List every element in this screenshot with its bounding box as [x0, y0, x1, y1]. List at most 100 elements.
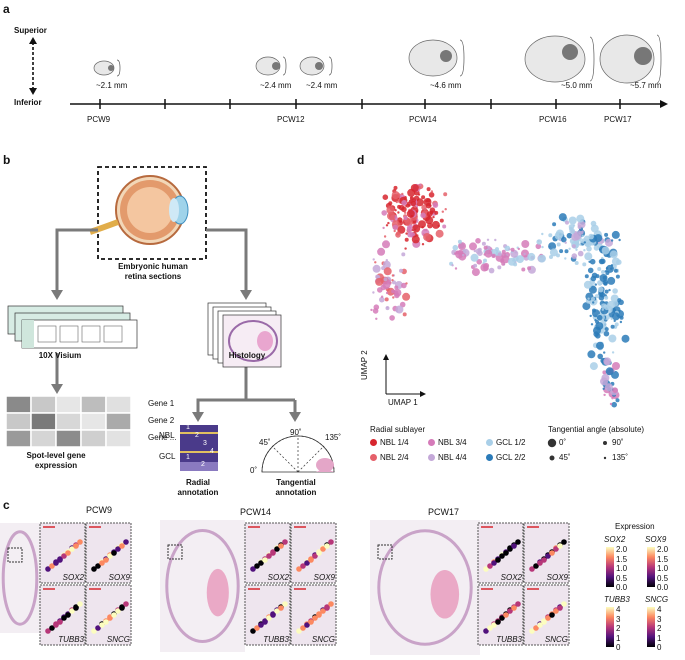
- visium-spot: [262, 619, 268, 625]
- umap-point: [510, 247, 515, 252]
- visium-spot: [304, 560, 310, 566]
- tile-gene-label: TUBB3: [58, 635, 84, 644]
- visium-spot: [533, 563, 539, 569]
- colorbar-tick: 3: [657, 614, 662, 624]
- sublayer-label: NBL 2/4: [380, 453, 409, 462]
- umap-point: [483, 258, 487, 263]
- umap-point: [604, 383, 613, 392]
- radial-num-6: 2: [201, 461, 205, 468]
- umap-point: [486, 238, 490, 241]
- tile-gene-label: TUBB3: [263, 635, 289, 644]
- umap-point: [458, 242, 466, 251]
- visium-spot: [278, 605, 284, 611]
- umap-point: [584, 274, 589, 279]
- workflow-svg: [5, 166, 335, 473]
- umap-point: [603, 281, 608, 286]
- visium-spot: [69, 608, 75, 614]
- umap-point: [387, 221, 390, 225]
- umap-point: [613, 268, 618, 273]
- radial-image: [180, 425, 218, 471]
- umap-point: [564, 257, 567, 260]
- umap-point: [581, 234, 584, 238]
- umap-point: [589, 258, 596, 265]
- eye-pcw16: [524, 35, 595, 83]
- umap-point: [457, 239, 462, 244]
- umap-point: [618, 238, 621, 242]
- colorbars: [606, 547, 655, 647]
- umap-point: [395, 200, 398, 204]
- umap-point: [568, 247, 571, 250]
- panel-a-letter: a: [3, 2, 10, 16]
- arrow-up-head: [29, 37, 37, 44]
- visium-spot: [53, 560, 59, 566]
- sublayer-swatch: [370, 454, 377, 461]
- umap-point: [612, 387, 618, 393]
- umap-point: [412, 198, 417, 203]
- angle-legend-0: 0˚: [559, 438, 567, 447]
- retina-outline: [165, 529, 240, 643]
- umap-point: [405, 232, 408, 235]
- visium-spot: [266, 615, 272, 621]
- umap-point: [594, 234, 603, 243]
- umap-point: [391, 191, 400, 200]
- inferior-label: Inferior: [14, 98, 42, 107]
- umap-point: [599, 274, 608, 282]
- visium-spot: [316, 550, 322, 556]
- sublayer-label: GCL 2/2: [496, 453, 526, 462]
- umap-point: [383, 267, 392, 276]
- angle-90: 90˚: [290, 428, 302, 437]
- tile-gene-label: SOX2: [501, 573, 523, 582]
- umap-point: [590, 220, 597, 227]
- umap-point: [431, 220, 440, 229]
- umap-point: [604, 327, 609, 332]
- umap-point: [402, 312, 407, 317]
- eye-pcw9: [93, 59, 121, 77]
- umap-point: [521, 240, 530, 248]
- umap-point: [451, 264, 454, 267]
- umap-point: [423, 233, 432, 241]
- visium-spot: [511, 543, 517, 549]
- visium-spot: [49, 563, 55, 569]
- visium-spot: [274, 608, 280, 614]
- umap-point: [401, 282, 407, 289]
- umap-point: [610, 264, 614, 267]
- umap-point: [597, 286, 604, 293]
- visium-spot: [541, 619, 547, 625]
- umap-point: [538, 254, 546, 263]
- umap-point: [605, 271, 610, 275]
- cbar-gene-sncg: SNCG: [645, 595, 669, 604]
- size-pcw14: ~4.6 mm: [430, 81, 462, 90]
- umap-point: [462, 253, 465, 257]
- umap-point: [559, 249, 564, 254]
- umap-point: [605, 264, 614, 273]
- visium-spot: [254, 563, 260, 569]
- umap-point: [372, 291, 375, 294]
- umap-point: [497, 252, 502, 257]
- visium-spot: [503, 612, 509, 618]
- umap-point: [374, 261, 377, 264]
- umap-point: [395, 232, 401, 238]
- umap-point: [584, 252, 593, 261]
- umap-point: [595, 274, 600, 279]
- umap-point: [587, 297, 590, 300]
- visium-spot: [119, 543, 125, 549]
- radial-label: Radial annotation: [177, 478, 219, 497]
- zoom-box: [167, 544, 183, 560]
- umap-point: [594, 294, 599, 299]
- sublayer-swatch: [428, 454, 435, 461]
- visium-spot: [312, 615, 318, 621]
- umap-point: [619, 320, 623, 324]
- umap-point: [601, 246, 610, 255]
- umap-point: [610, 294, 619, 303]
- umap2-label: UMAP 2: [360, 350, 369, 380]
- visium-spot: [45, 566, 51, 572]
- visium-spot: [553, 546, 559, 552]
- angle-0: 0˚: [250, 466, 258, 475]
- arrow-down-head: [29, 88, 37, 95]
- umap-point: [399, 268, 403, 273]
- umap-point: [393, 185, 398, 190]
- umap-point: [610, 324, 615, 329]
- colorbar-tick: 0.5: [657, 573, 669, 583]
- umap-point: [604, 289, 609, 294]
- spot-heatmap: [5, 395, 132, 448]
